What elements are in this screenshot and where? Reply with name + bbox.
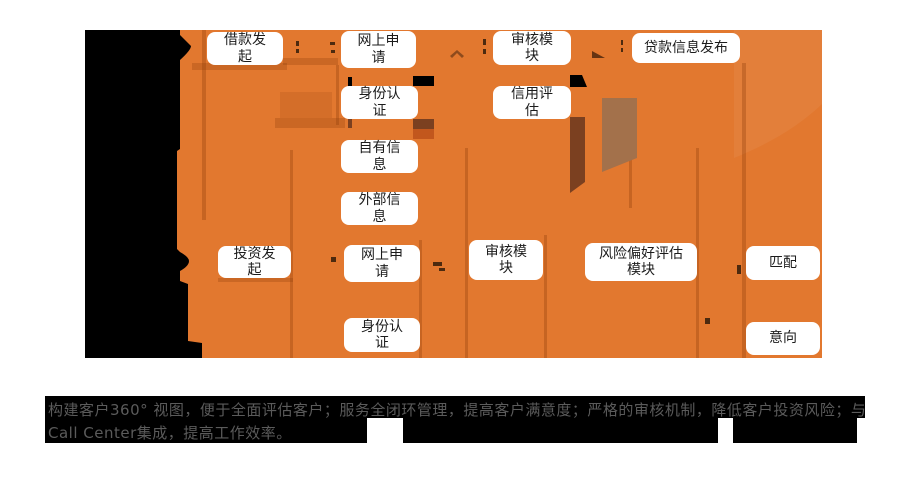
artifact-brown-dash	[348, 119, 352, 128]
diagram-artifact-shapes	[85, 30, 822, 358]
node-identity-auth-invest: 身份认 证	[344, 318, 420, 352]
node-online-application-loan: 网上申 请	[341, 31, 416, 68]
artifact-tiny-marks	[296, 39, 741, 324]
node-loan-initiation: 借款发 起	[207, 32, 283, 65]
artifact-brown-square	[413, 119, 434, 129]
artifact-black-dash	[348, 77, 352, 88]
node-intention: 意向	[746, 322, 820, 355]
swimlane-sidebar-silhouette	[85, 30, 202, 358]
step-bands	[192, 58, 345, 282]
caption-backdrop-row2c	[733, 418, 857, 443]
process-diagram: 借款发 起 网上申 请 审核模 块 贷款信息发布 身份认 证 信用评 估 自有信…	[85, 30, 822, 358]
node-online-application-invest: 网上申 请	[344, 245, 420, 282]
caption-backdrop-row1	[45, 396, 865, 418]
artifact-brown-strip	[570, 117, 585, 193]
artifact-black-flag	[570, 75, 587, 87]
node-matching: 匹配	[746, 246, 820, 280]
node-credit-assessment: 信用评 估	[493, 86, 571, 119]
node-identity-auth-loan: 身份认 证	[341, 86, 418, 119]
node-risk-preference-module: 风险偏好评估 模块	[585, 243, 697, 281]
node-review-module-loan: 审核模 块	[493, 31, 571, 65]
caption-line-2: Call Center集成，提高工作效率。	[48, 424, 292, 442]
node-external-information: 外部信 息	[341, 192, 418, 225]
artifact-chevron-mark	[450, 50, 464, 58]
step-block	[280, 92, 332, 118]
node-investment-initiation: 投资发 起	[218, 246, 291, 278]
node-loan-info-publish: 贷款信息发布	[632, 33, 740, 63]
caption-backdrop-row2a	[45, 418, 367, 443]
caption-backdrop-row2b	[403, 418, 718, 443]
node-review-module-invest: 审核模 块	[469, 240, 543, 280]
caption-line-1: 构建客户360° 视图，便于全面评估客户；服务全闭环管理，提高客户满意度；严格的…	[48, 401, 867, 419]
node-own-information: 自有信 息	[341, 140, 418, 173]
artifact-taupe-block	[602, 98, 637, 172]
artifact-dark-triangle	[592, 51, 605, 58]
artifact-redorange-square	[413, 129, 434, 139]
lane-swoosh	[734, 30, 822, 158]
artifact-black-square	[413, 76, 434, 86]
lane-divider-lines	[202, 30, 746, 358]
